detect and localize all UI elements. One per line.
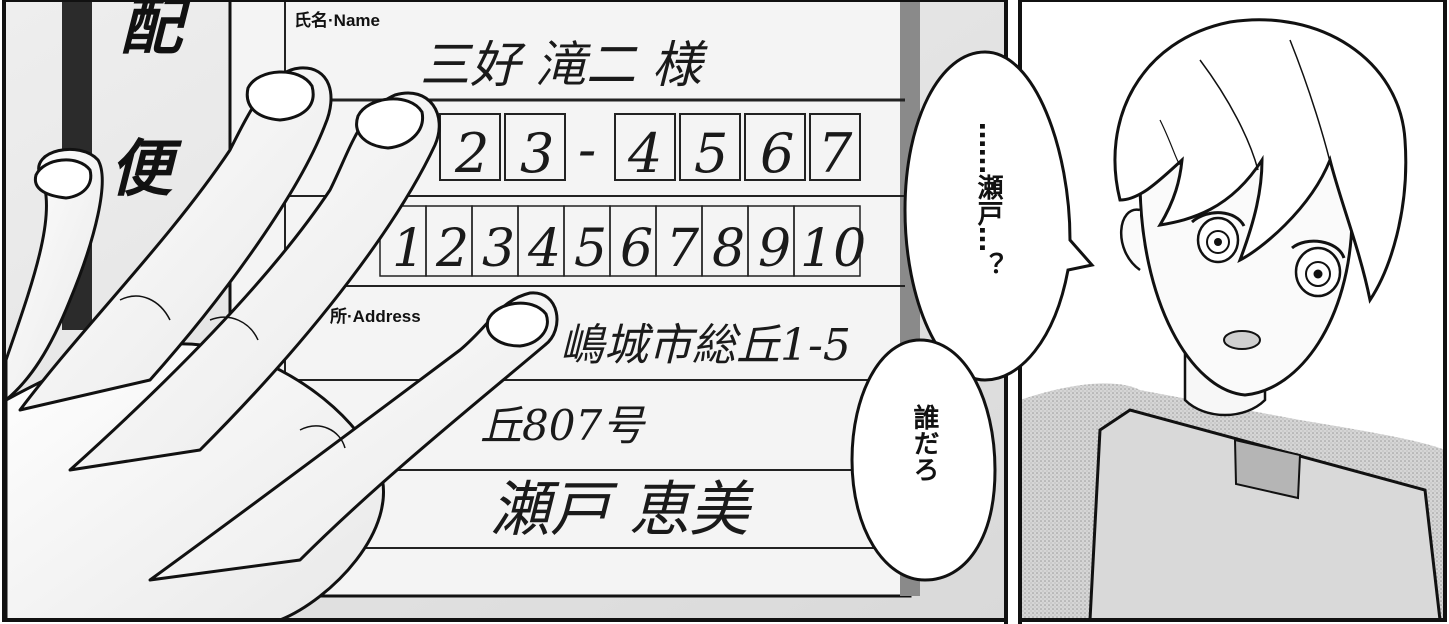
postal-digit: 6 <box>760 122 794 185</box>
postal-digit: 7 <box>818 122 853 185</box>
postal-hyphen: - <box>578 118 596 181</box>
left-panel: 配 便 元 氏名·Name 三好 滝二 様 2 3 - 4 5 6 <box>4 0 1006 622</box>
speech-bubble-bottom <box>850 338 997 582</box>
phone-digit: 4 <box>527 219 561 279</box>
bubble-top-text: ……瀬戸…？ <box>973 122 1003 278</box>
phone-digit: 10 <box>800 219 866 279</box>
phone-digit: 6 <box>620 219 653 279</box>
stamp-char-mid: 便 <box>110 135 183 204</box>
postal-digit: 3 <box>520 122 554 185</box>
phone-digit: 1 <box>392 219 425 279</box>
phone-digit: 2 <box>435 219 469 279</box>
postal-digit: 5 <box>694 122 728 185</box>
handwritten-address: 嶋城市総丘1-5 <box>560 320 851 371</box>
stamp-char-top: 配 <box>120 0 192 62</box>
sender-address-rest: 丘807号 <box>480 401 646 450</box>
character-mouth <box>1223 330 1261 350</box>
address-field-label: 所·Address <box>330 307 421 326</box>
hand-illustration <box>4 66 559 622</box>
parcel-tape <box>1233 438 1302 500</box>
speech-bubble-top <box>903 50 1095 382</box>
name-field-label: 氏名·Name <box>294 10 380 30</box>
sender-name: 瀬戸 恵美 <box>490 475 754 545</box>
parcel-box <box>1088 408 1442 622</box>
bubble-bottom-text: 誰だろ <box>909 403 939 482</box>
character-hair <box>1113 18 1408 304</box>
phone-digit: 9 <box>758 219 791 279</box>
right-panel <box>1018 0 1447 622</box>
phone-digit: 7 <box>666 219 700 279</box>
phone-digit: 8 <box>712 219 745 279</box>
postal-digit: 2 <box>454 122 489 185</box>
phone-digit: 3 <box>482 219 515 279</box>
character-eyes <box>1191 211 1346 298</box>
phone-digit: 5 <box>574 219 607 279</box>
handwritten-recipient-name: 三好 滝二 様 <box>420 36 709 94</box>
postal-digit: 4 <box>627 122 662 185</box>
postal-code-boxes <box>439 113 861 181</box>
